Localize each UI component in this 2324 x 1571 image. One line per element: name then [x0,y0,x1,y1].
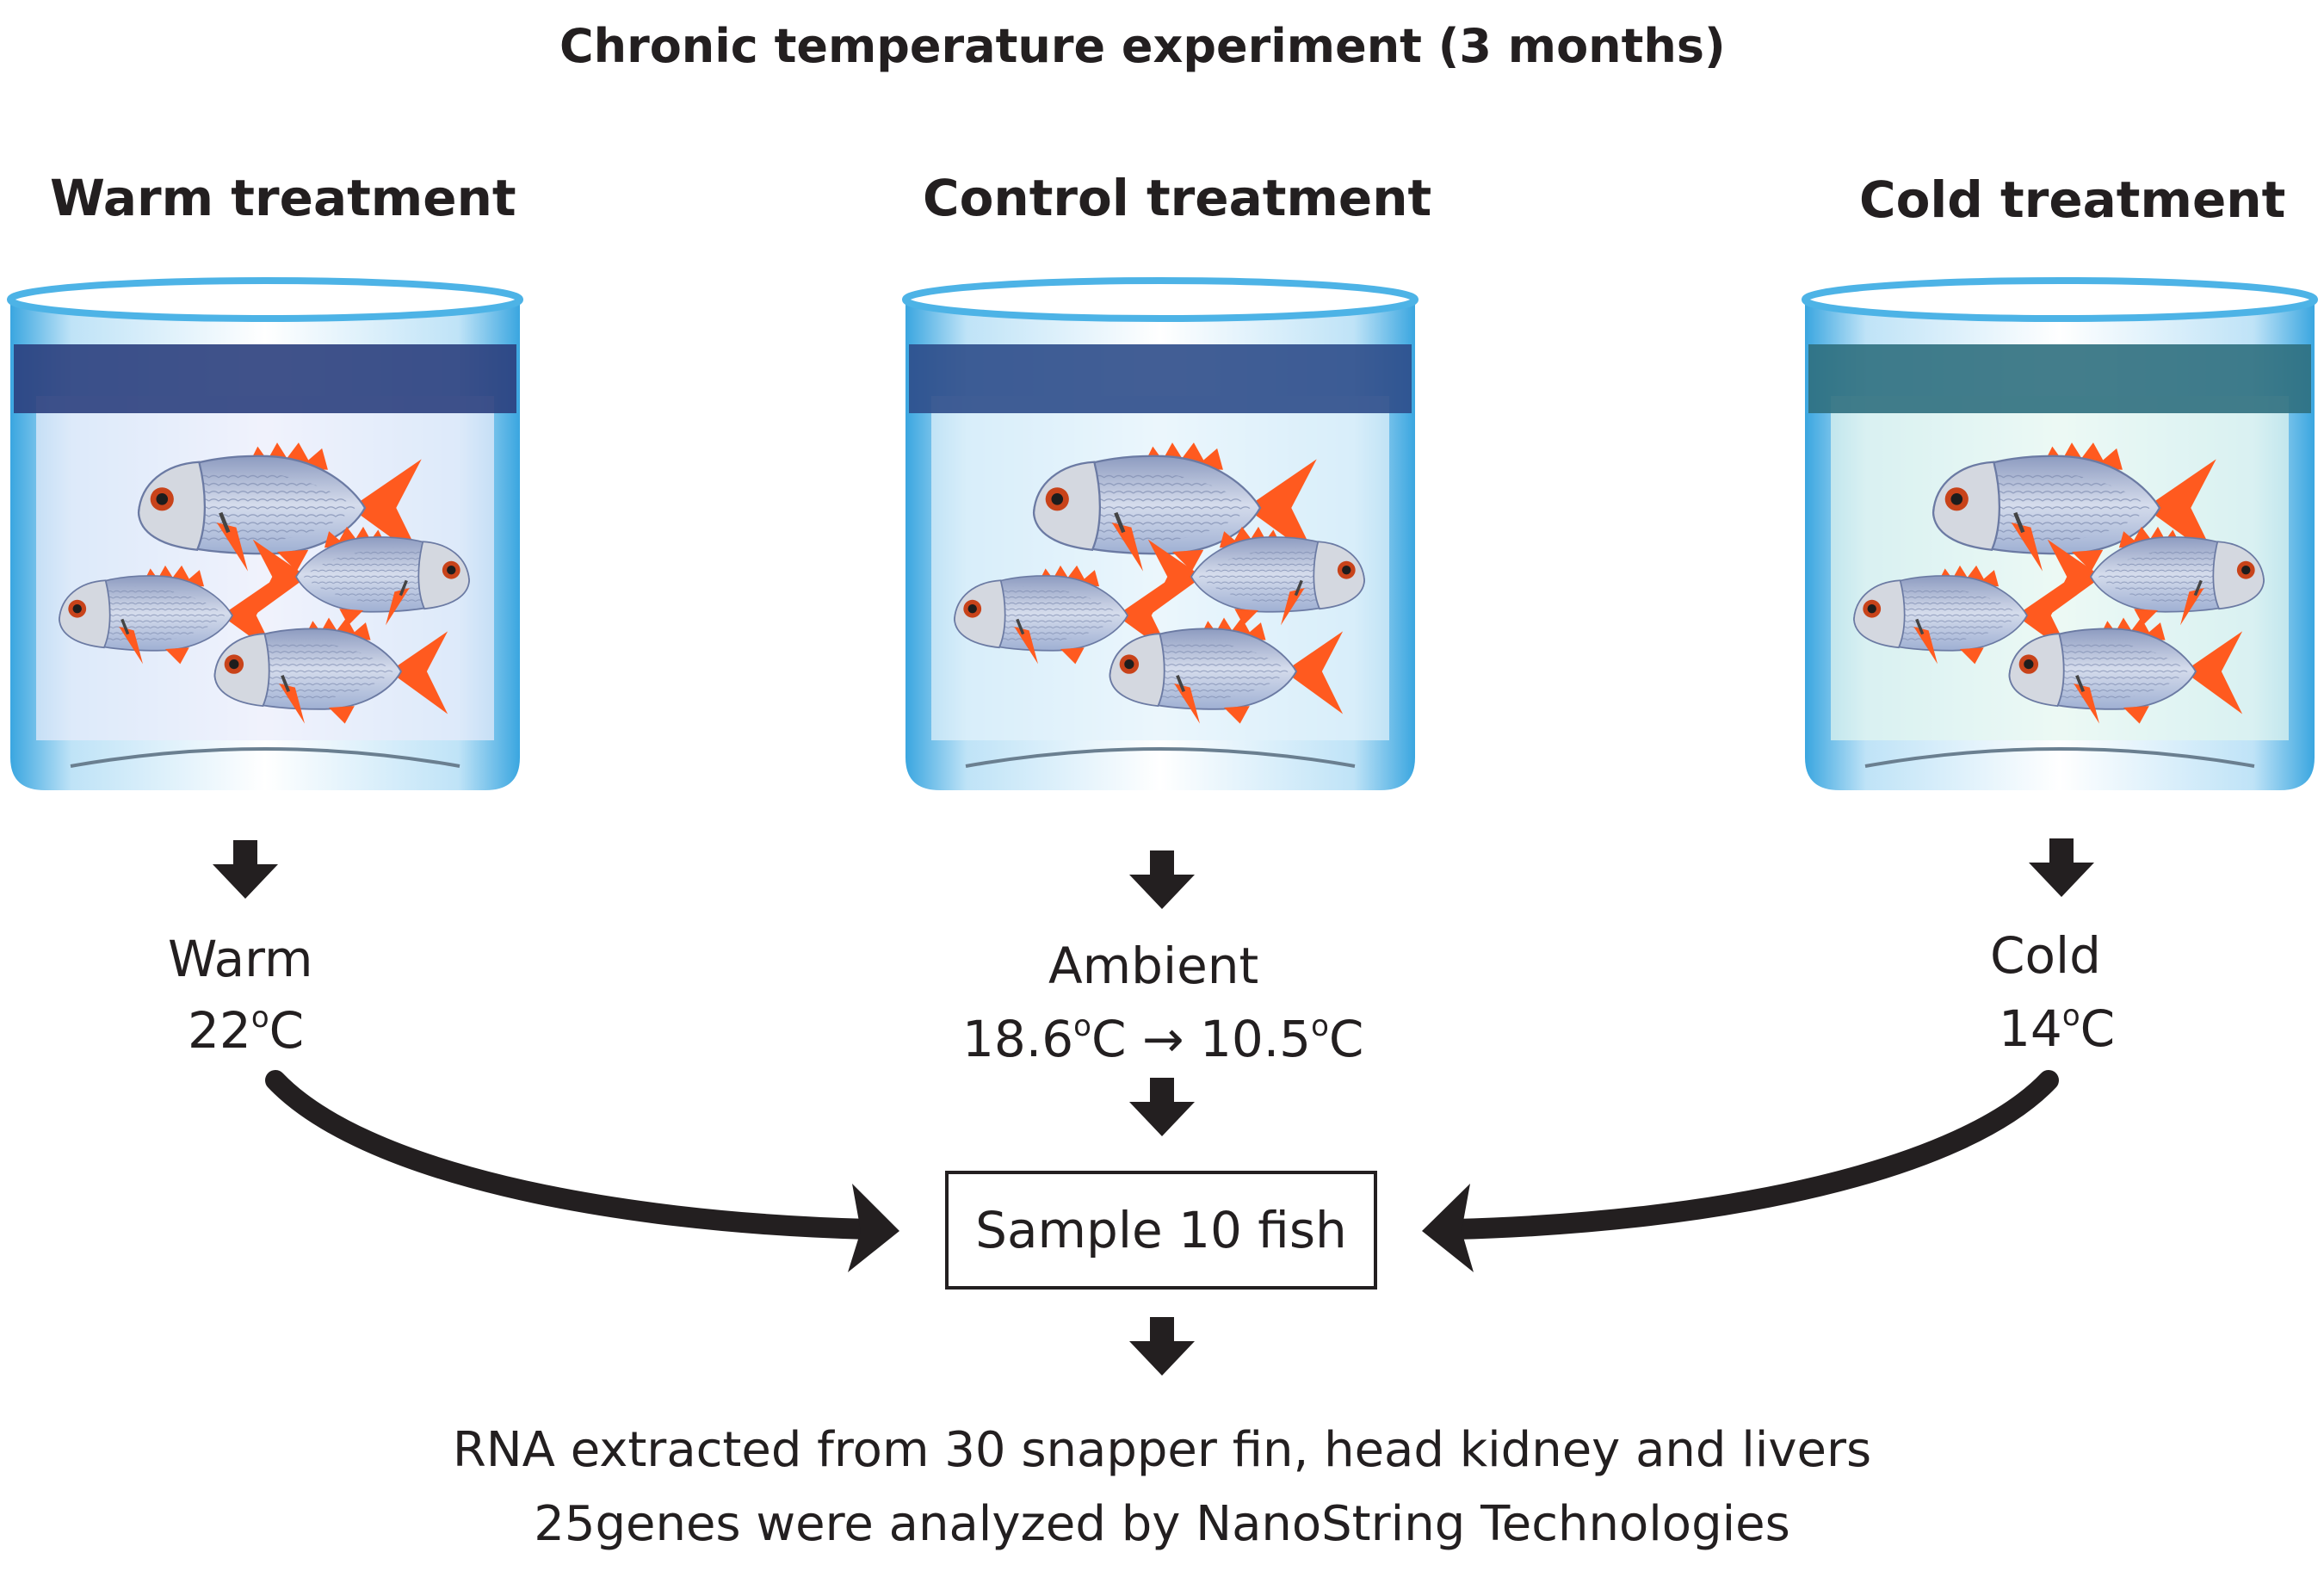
down-arrow-to-sample [1129,1078,1195,1136]
down-arrow-cold [2029,838,2094,897]
curved-arrow-cold-shaft [1444,1070,2059,1240]
tank-warm [7,277,523,790]
right-arrow-icon: → [1141,1010,1184,1068]
footer-line-2: 25genes were analyzed by NanoString Tech… [534,1496,1790,1552]
heading-cold-treatment: Cold treatment [1859,170,2286,229]
tank-control [902,277,1419,790]
tank-rim [7,277,523,322]
tank-bottom [70,747,460,768]
footer-line-1: RNA extracted from 30 snapper fin, head … [452,1422,1872,1478]
ambient-label: Ambient [1048,937,1259,995]
tank-rim [1802,277,2318,322]
tank-bottom [965,747,1356,768]
down-arrow-ambient [1129,850,1195,909]
diagram-title: Chronic temperature experiment (3 months… [559,19,1726,73]
curved-arrow-warm-shaft [265,1070,880,1240]
heading-warm-treatment: Warm treatment [50,169,516,227]
warm-label: Warm [168,930,313,988]
water-surface [14,344,516,413]
sample-box: Sample 10 fish [945,1171,1377,1290]
heading-control-treatment: Control treatment [923,169,1432,227]
tank-cold [1802,277,2318,790]
ambient-temperature-range: 18.6oC → 10.5oC [962,1009,1364,1068]
warm-temperature: 22oC [188,1000,305,1060]
tank-rim [902,277,1419,322]
down-arrow-to-rna [1129,1317,1195,1376]
cold-label: Cold [1990,926,2101,985]
curved-arrow-cold-head [1422,1184,1474,1272]
water-surface [909,344,1412,413]
water-surface [1808,344,2311,413]
down-arrow-warm [213,840,278,899]
tank-bottom [1864,747,2255,768]
curved-arrow-warm-head [848,1184,899,1272]
cold-temperature: 14oC [1999,999,2116,1058]
